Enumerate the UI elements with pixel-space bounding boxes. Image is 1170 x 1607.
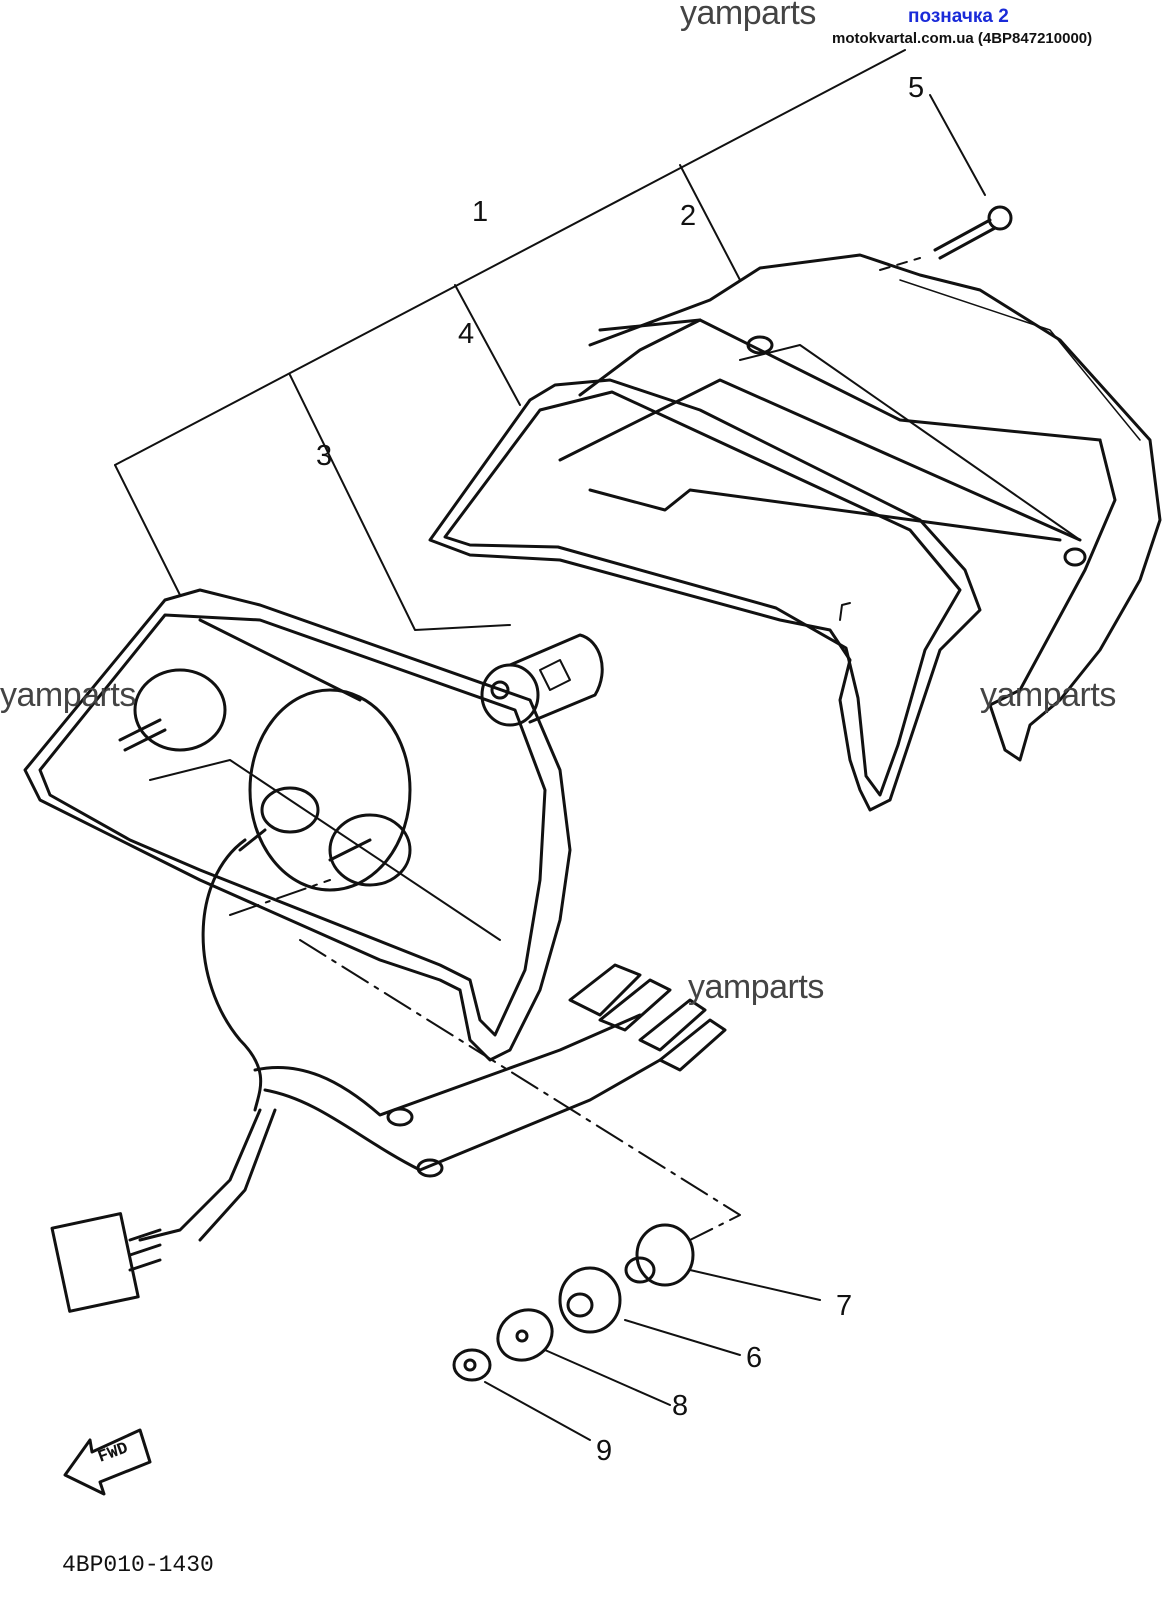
grommet-part-6	[558, 1266, 741, 1356]
leader-part-3	[289, 374, 511, 631]
washer-part-8	[496, 1308, 671, 1406]
callout-2: 2	[680, 200, 697, 232]
nut-part-9	[452, 1348, 591, 1441]
watermark-left: yamparts	[0, 676, 136, 714]
tag-label: позначка 2	[908, 6, 1009, 27]
callout-3: 3	[316, 440, 333, 472]
callout-5: 5	[908, 72, 925, 104]
housing	[23, 588, 572, 1062]
callout-1: 1	[472, 196, 489, 228]
leader-part-5	[929, 94, 986, 196]
callout-8: 8	[672, 1390, 689, 1422]
collar-part-7	[624, 1223, 821, 1301]
assembly-line	[229, 879, 741, 1241]
callout-9: 9	[596, 1435, 613, 1467]
callout-7: 7	[836, 1290, 853, 1322]
bulb	[480, 633, 604, 727]
fwd-arrow-icon	[63, 1428, 152, 1496]
rear-lens	[558, 253, 1162, 762]
bracket-part-1	[114, 49, 906, 466]
leader-part-4	[454, 284, 521, 406]
leader-part-2	[679, 164, 741, 281]
watermark-right: yamparts	[980, 676, 1116, 714]
watermark-top: yamparts	[680, 0, 816, 32]
gasket	[428, 378, 982, 812]
leader-part-3-top	[114, 464, 181, 596]
callout-6: 6	[746, 1342, 763, 1374]
wire-harness	[50, 838, 727, 1313]
drawing-code: 4BP010-1430	[62, 1552, 214, 1578]
watermark-middle: yamparts	[688, 968, 824, 1006]
screw	[879, 205, 1013, 271]
source-label: motokvartal.com.ua (4BP847210000)	[832, 30, 1093, 47]
connector	[50, 1212, 140, 1313]
callout-4: 4	[458, 318, 475, 350]
